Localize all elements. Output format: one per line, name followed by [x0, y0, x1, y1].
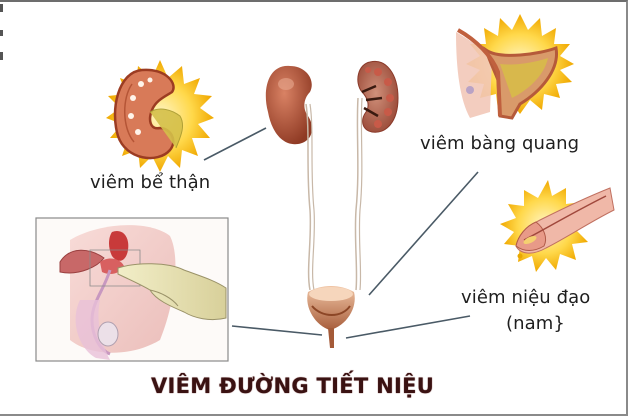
- prostatitis-illustration: [35, 217, 229, 362]
- label-urethritis: viêm niệu đạo: [461, 287, 591, 308]
- label-urethritis-male: (nam}: [506, 313, 565, 334]
- pyelonephritis-illustration: [106, 60, 214, 172]
- diagram-title: VIÊM ĐƯỜNG TIẾT NIỆU: [151, 374, 435, 398]
- cystitis-illustration: [456, 14, 574, 120]
- label-pyelonephritis: viêm bể thận: [90, 172, 211, 193]
- urinary-system-illustration: [265, 60, 399, 348]
- urethritis-illustration: [500, 180, 615, 272]
- label-cystitis: viêm bàng quang: [420, 133, 580, 154]
- connector-lines: [203, 127, 479, 339]
- left-edge-marks: [0, 0, 3, 60]
